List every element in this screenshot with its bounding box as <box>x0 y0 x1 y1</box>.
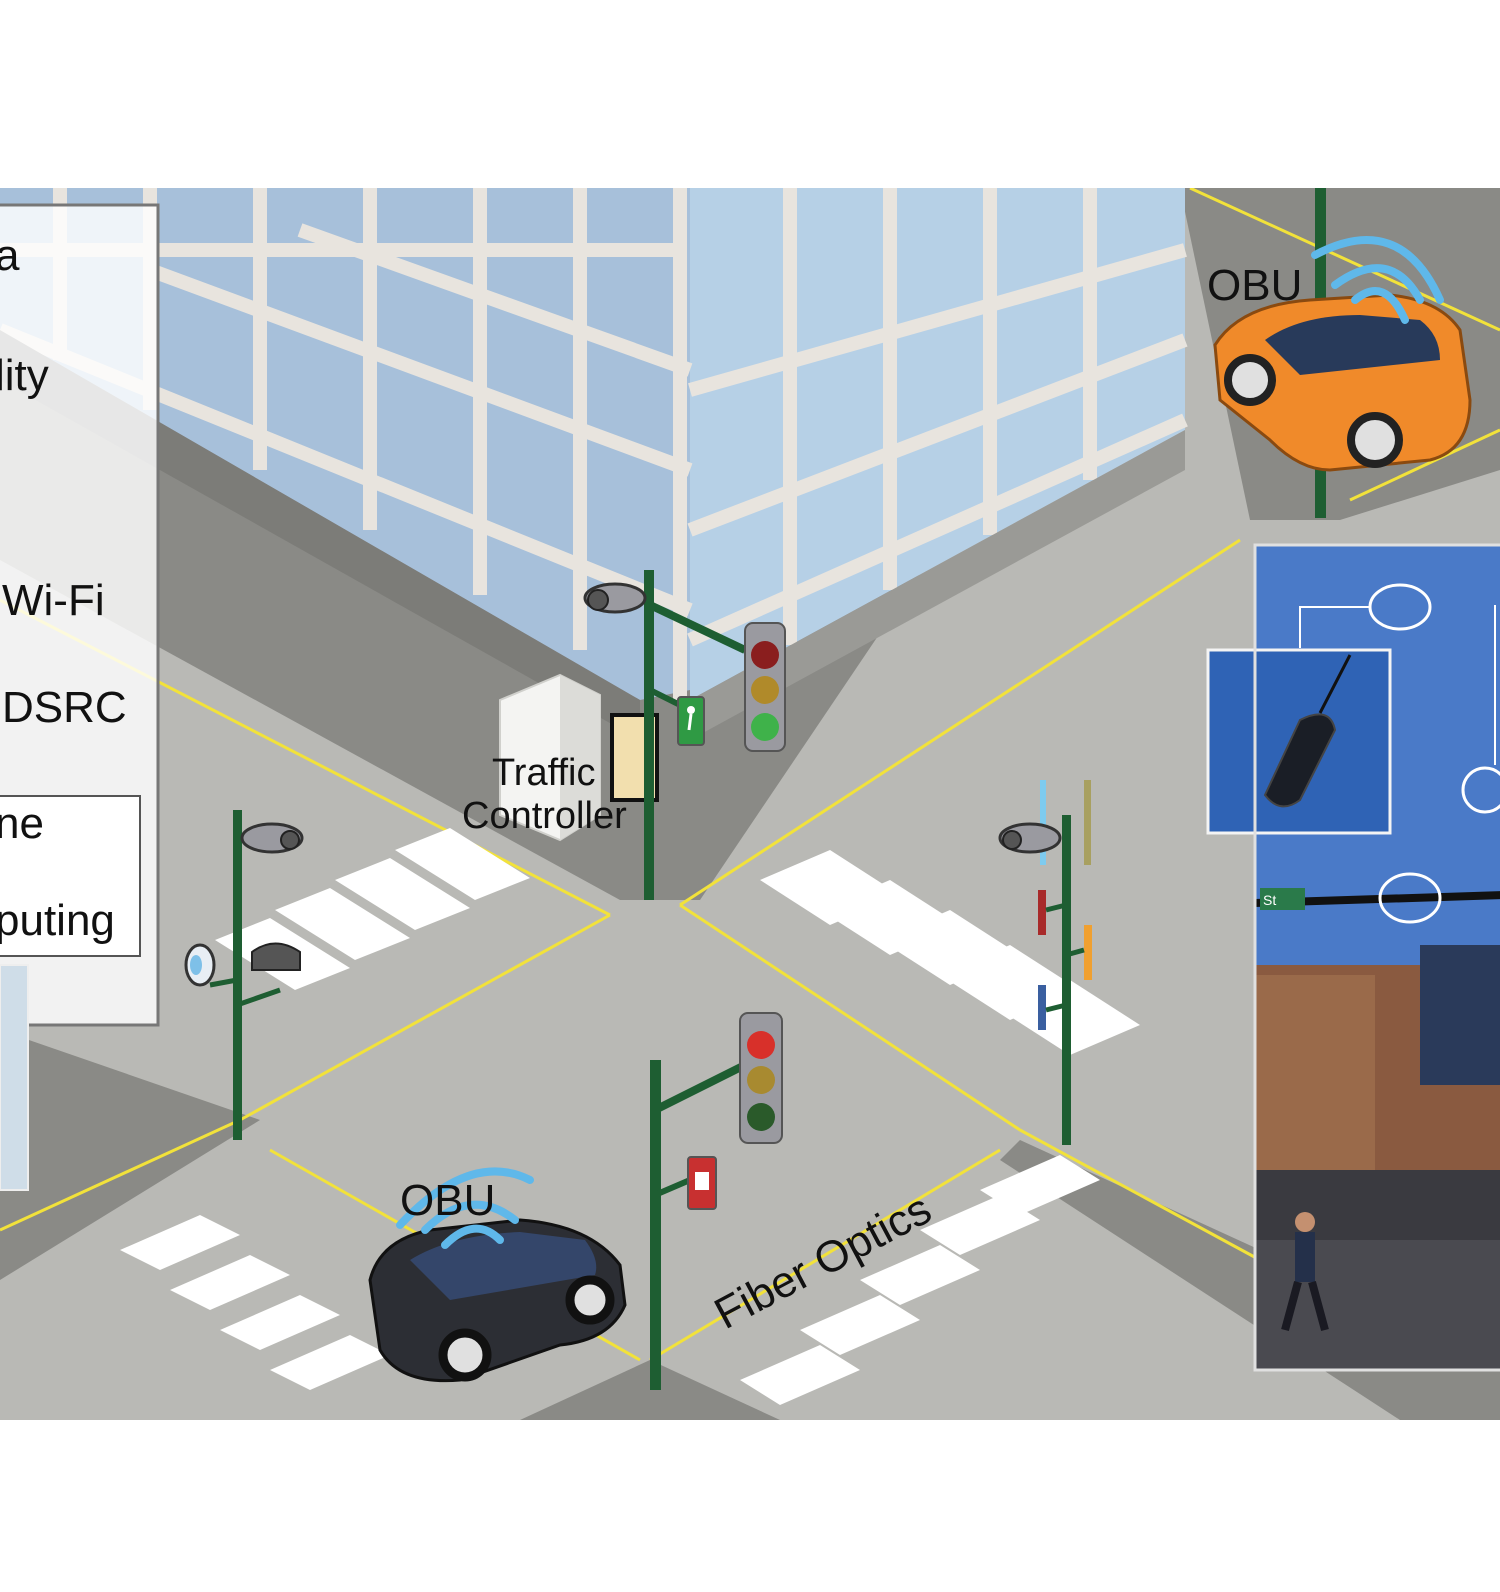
building-stub-left <box>0 964 29 1191</box>
legend-item-1: a <box>0 231 20 280</box>
black-car-obu <box>368 1218 627 1383</box>
obu-label-bottom: OBU <box>400 1176 495 1225</box>
cctv-camera-icon <box>998 822 1062 854</box>
antenna-pole-right <box>998 780 1092 1145</box>
traffic-controller-cabinet <box>499 673 659 842</box>
signal-pole-bottom <box>650 1012 783 1390</box>
orange-car-obu <box>1213 293 1472 472</box>
pedestrian-dont-walk-signal-icon <box>687 1156 717 1210</box>
legend-inner-item-2: puting <box>0 896 115 945</box>
traffic-light-icon <box>744 622 786 752</box>
legend-box: a lity Wi-Fi DSRC ne puting <box>0 203 160 1027</box>
legend-item-4: DSRC <box>2 683 127 732</box>
roadside-unit-closeup-icon <box>1263 654 1352 808</box>
wireless-signal-icon <box>1311 236 1444 324</box>
legend-item-3: Wi-Fi <box>2 576 105 625</box>
building-base-left <box>0 330 640 740</box>
cctv-camera-icon <box>583 582 647 614</box>
street-sign-text: St <box>1263 892 1276 908</box>
crosswalk-bottom-right <box>740 1155 1100 1405</box>
sensor-pole-left <box>184 810 304 1140</box>
traffic-controller-label-line1: Traffic <box>492 752 595 794</box>
crosswalk-bottom-left <box>120 1215 390 1390</box>
traffic-light-icon <box>739 1012 783 1144</box>
legend-item-2: lity <box>0 351 49 400</box>
building-left-face <box>0 188 690 700</box>
building-right-face <box>690 188 1185 700</box>
sidewalk-left-bottom <box>0 1030 260 1280</box>
pedestrian-walk-signal-icon <box>677 696 705 746</box>
cctv-camera-icon <box>240 822 304 854</box>
building-base-right <box>690 430 1185 740</box>
wireless-signal-icon <box>396 1167 534 1249</box>
radar-unit-icon <box>251 942 301 971</box>
lidar-sensor-icon <box>184 943 216 987</box>
intersection-photo-inset: St <box>1206 543 1500 1372</box>
pedestrian-figure-icon <box>1281 1212 1329 1332</box>
legend-inner-item-1: ne <box>0 799 44 848</box>
obu-label-top: OBU <box>1207 261 1302 310</box>
traffic-controller-label-line2: Controller <box>462 795 627 837</box>
signal-pole-center <box>583 570 786 900</box>
